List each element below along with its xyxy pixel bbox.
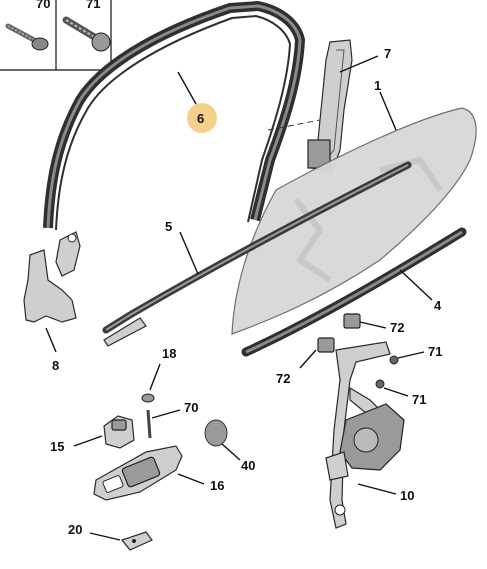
leader-1	[379, 91, 397, 131]
part-72-clips	[317, 313, 361, 353]
callout-8: 8	[52, 358, 59, 373]
callout-5: 5	[165, 219, 172, 234]
leader-71a	[397, 351, 425, 359]
part-18-clip	[141, 393, 155, 403]
screw-70-icon	[5, 23, 49, 51]
callout-71a: 71	[428, 344, 442, 359]
leader-15	[73, 435, 103, 447]
callout-71b: 71	[412, 392, 426, 407]
callout-18: 18	[162, 346, 176, 361]
callout-72a: 72	[390, 320, 404, 335]
callout-71-top: 71	[86, 0, 100, 11]
leader-7	[339, 55, 379, 73]
part-20-cover	[120, 531, 153, 551]
callout-70: 70	[184, 400, 198, 415]
leader-70	[151, 409, 181, 419]
part-4-outer-belt-strip	[241, 227, 467, 357]
part-6-frame-seal	[43, 1, 305, 231]
part-40-plug	[204, 419, 228, 447]
leader-8	[45, 327, 57, 353]
callout-70-top: 70	[36, 0, 50, 11]
fastener-inset: 70 71	[0, 0, 112, 71]
leader-72b	[299, 349, 317, 369]
callout-20: 20	[68, 522, 82, 537]
callout-7: 7	[384, 46, 391, 61]
leader-72a	[359, 321, 387, 329]
part-10-window-regulator	[325, 341, 405, 529]
leader-20	[89, 532, 121, 541]
leader-18	[149, 363, 161, 391]
leader-71b	[383, 387, 409, 397]
part-8-front-bracket	[23, 231, 81, 323]
part-7-rear-channel	[307, 39, 353, 173]
part-16-switch-panel	[93, 445, 183, 501]
screw-71-icon	[62, 16, 111, 52]
callout-16: 16	[210, 478, 224, 493]
part-15-window-switch	[103, 415, 135, 449]
leader-4	[399, 269, 433, 301]
callout-6-highlight	[187, 103, 217, 133]
part-5-inner-belt-strip	[102, 161, 412, 347]
callout-6: 6	[197, 111, 204, 126]
part-71-screws	[375, 355, 399, 389]
part-70-screw	[146, 409, 152, 439]
callout-72b: 72	[276, 371, 290, 386]
leader-6	[177, 71, 197, 105]
leader-40	[221, 443, 241, 461]
part-1-window-glass	[231, 107, 477, 335]
callout-4: 4	[434, 298, 442, 313]
callout-1: 1	[374, 78, 381, 93]
leader-10	[357, 483, 397, 495]
callout-40: 40	[241, 458, 255, 473]
leader-16	[177, 473, 205, 485]
callout-10: 10	[400, 488, 414, 503]
leader-5	[179, 231, 199, 275]
callout-15: 15	[50, 439, 64, 454]
